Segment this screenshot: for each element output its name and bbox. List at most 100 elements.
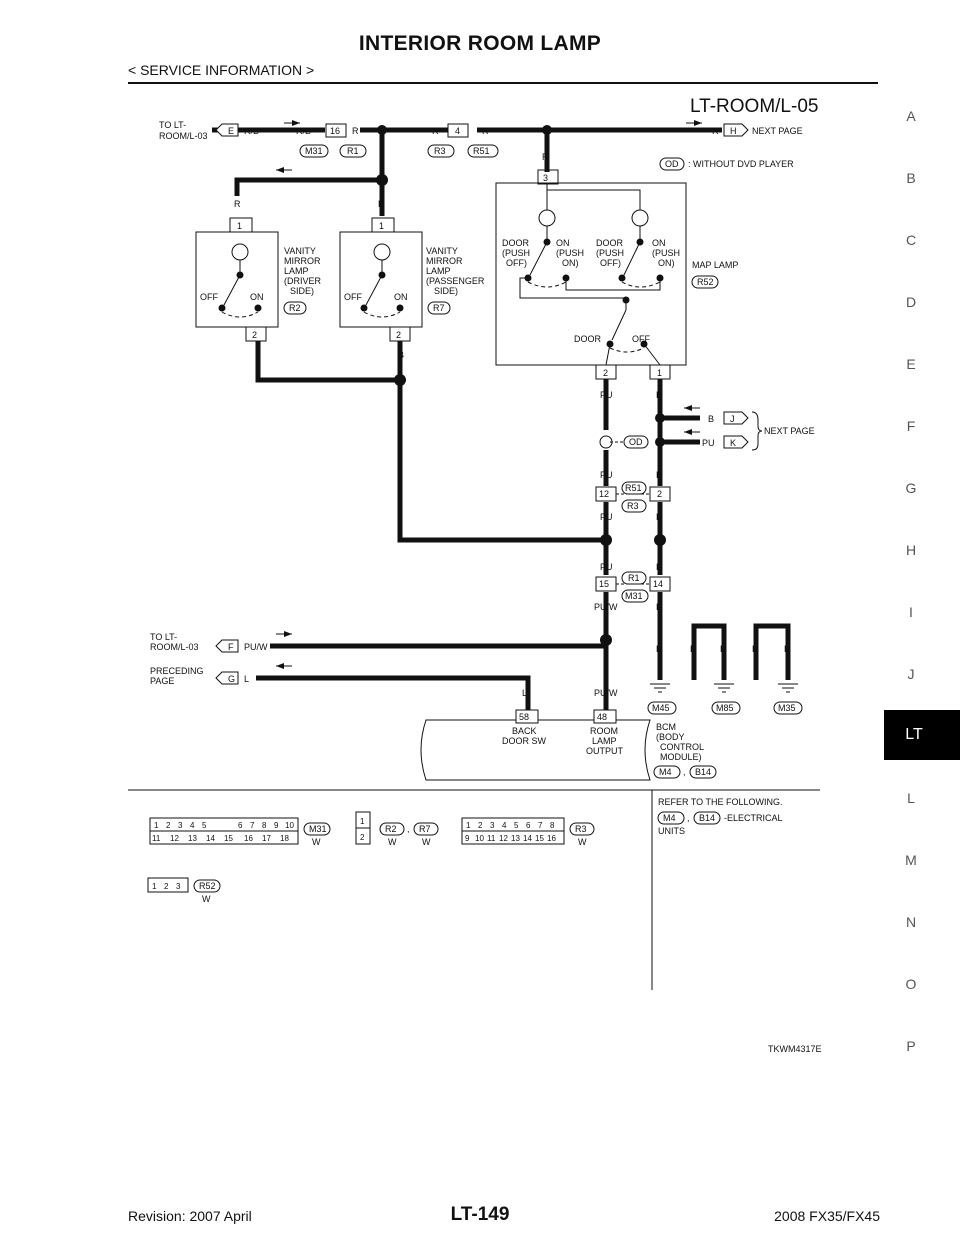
side-index-i[interactable]: I xyxy=(909,604,913,620)
svg-text:R7: R7 xyxy=(419,824,431,834)
svg-text:6: 6 xyxy=(526,821,531,830)
svg-text:PU: PU xyxy=(600,562,613,572)
svg-text:M4: M4 xyxy=(663,813,676,823)
svg-text:2: 2 xyxy=(252,330,257,340)
svg-text:W: W xyxy=(388,837,397,847)
svg-text:DOOR: DOOR xyxy=(596,238,624,248)
svg-text:R/B: R/B xyxy=(296,126,311,136)
svg-text:B: B xyxy=(708,414,714,424)
svg-text:DOOR: DOOR xyxy=(502,238,530,248)
svg-text:9: 9 xyxy=(465,834,470,843)
svg-text:1: 1 xyxy=(237,221,242,231)
svg-text:R: R xyxy=(352,126,359,136)
svg-text:B: B xyxy=(656,644,662,654)
svg-text:PU: PU xyxy=(702,438,715,448)
side-index-c[interactable]: C xyxy=(905,232,917,248)
svg-text:9: 9 xyxy=(274,821,279,830)
svg-text:3: 3 xyxy=(543,173,548,183)
svg-text:: WITHOUT DVD PLAYER: : WITHOUT DVD PLAYER xyxy=(688,159,794,169)
svg-text:(PUSH: (PUSH xyxy=(502,248,530,258)
side-index-o[interactable]: O xyxy=(905,976,917,992)
svg-text:ON: ON xyxy=(394,292,408,302)
svg-text:(DRIVER: (DRIVER xyxy=(284,276,322,286)
svg-text:R: R xyxy=(432,126,439,136)
svg-text:ON: ON xyxy=(250,292,264,302)
side-index-f[interactable]: F xyxy=(906,418,916,434)
side-index-a[interactable]: A xyxy=(906,108,916,124)
svg-text:DOOR SW: DOOR SW xyxy=(502,736,547,746)
svg-text:UNITS: UNITS xyxy=(658,826,685,836)
svg-text:VANITY: VANITY xyxy=(426,246,458,256)
svg-text:LAMP: LAMP xyxy=(592,736,617,746)
svg-text:BCM: BCM xyxy=(656,722,676,732)
svg-text:W: W xyxy=(312,837,321,847)
svg-text:MIRROR: MIRROR xyxy=(426,256,463,266)
svg-text:B: B xyxy=(720,644,726,654)
side-index-g[interactable]: G xyxy=(905,480,917,496)
m31-face xyxy=(149,817,299,845)
svg-text:14: 14 xyxy=(523,834,532,843)
svg-text:8: 8 xyxy=(262,821,267,830)
svg-text:L: L xyxy=(522,688,527,698)
svg-text:,: , xyxy=(687,813,690,823)
svg-text:48: 48 xyxy=(597,712,607,722)
svg-text:M45: M45 xyxy=(652,703,670,713)
side-index-j[interactable]: J xyxy=(907,666,915,682)
side-index-d[interactable]: D xyxy=(905,294,917,310)
svg-text:DOOR: DOOR xyxy=(574,334,602,344)
header-rule xyxy=(128,82,878,84)
svg-text:M31: M31 xyxy=(309,824,327,834)
svg-text:TO LT-: TO LT- xyxy=(159,120,186,130)
side-index-e[interactable]: E xyxy=(906,356,916,372)
svg-text:VANITY: VANITY xyxy=(284,246,316,256)
ground-symbols xyxy=(647,683,803,715)
svg-text:M85: M85 xyxy=(716,703,734,713)
svg-text:18: 18 xyxy=(280,834,289,843)
svg-text:1: 1 xyxy=(379,221,384,231)
svg-text:6: 6 xyxy=(238,821,243,830)
side-index-lt-active[interactable]: LT xyxy=(884,710,960,760)
svg-text:LAMP: LAMP xyxy=(284,266,309,276)
svg-text:R7: R7 xyxy=(433,303,445,313)
svg-text:MODULE): MODULE) xyxy=(660,752,702,762)
svg-text:K: K xyxy=(730,438,736,448)
svg-text:F: F xyxy=(228,642,234,652)
svg-text:OFF): OFF) xyxy=(600,258,621,268)
svg-text:NEXT PAGE: NEXT PAGE xyxy=(764,426,815,436)
svg-text:2: 2 xyxy=(478,821,483,830)
svg-text:PU/W: PU/W xyxy=(594,688,618,698)
svg-text:PU/W: PU/W xyxy=(244,642,268,652)
side-index-n[interactable]: N xyxy=(905,914,917,930)
svg-text:TO LT-: TO LT- xyxy=(150,632,177,642)
svg-text:LAMP: LAMP xyxy=(426,266,451,276)
svg-text:1: 1 xyxy=(154,821,159,830)
page-title: INTERIOR ROOM LAMP xyxy=(358,32,602,55)
svg-text:OFF: OFF xyxy=(632,334,650,344)
svg-text:G: G xyxy=(228,674,235,684)
top-connector-ovals xyxy=(299,144,499,158)
svg-text:ON): ON) xyxy=(658,258,675,268)
side-index-l[interactable]: L xyxy=(907,790,915,806)
svg-text:R2: R2 xyxy=(385,824,397,834)
side-index-m[interactable]: M xyxy=(905,852,917,868)
svg-text:W: W xyxy=(202,894,211,904)
svg-text:ROOM: ROOM xyxy=(590,726,618,736)
svg-text:12: 12 xyxy=(599,489,609,499)
vanity-mirror-driver xyxy=(195,217,279,342)
svg-text:MIRROR: MIRROR xyxy=(284,256,321,266)
svg-text:4: 4 xyxy=(502,821,507,830)
svg-text:J: J xyxy=(730,414,735,424)
svg-text:W: W xyxy=(578,837,587,847)
svg-text:B14: B14 xyxy=(699,813,715,823)
vanity-mirror-passenger xyxy=(339,217,423,342)
side-index-h[interactable]: H xyxy=(905,542,917,558)
side-index-p[interactable]: P xyxy=(906,1038,916,1054)
svg-text:2: 2 xyxy=(657,489,662,499)
svg-text:58: 58 xyxy=(519,712,529,722)
revision-date: Revision: 2007 April xyxy=(128,1208,252,1224)
svg-text:,: , xyxy=(407,824,410,834)
svg-text:12: 12 xyxy=(170,834,179,843)
svg-text:W: W xyxy=(422,837,431,847)
svg-text:R: R xyxy=(482,126,489,136)
side-index-b[interactable]: B xyxy=(906,170,916,186)
